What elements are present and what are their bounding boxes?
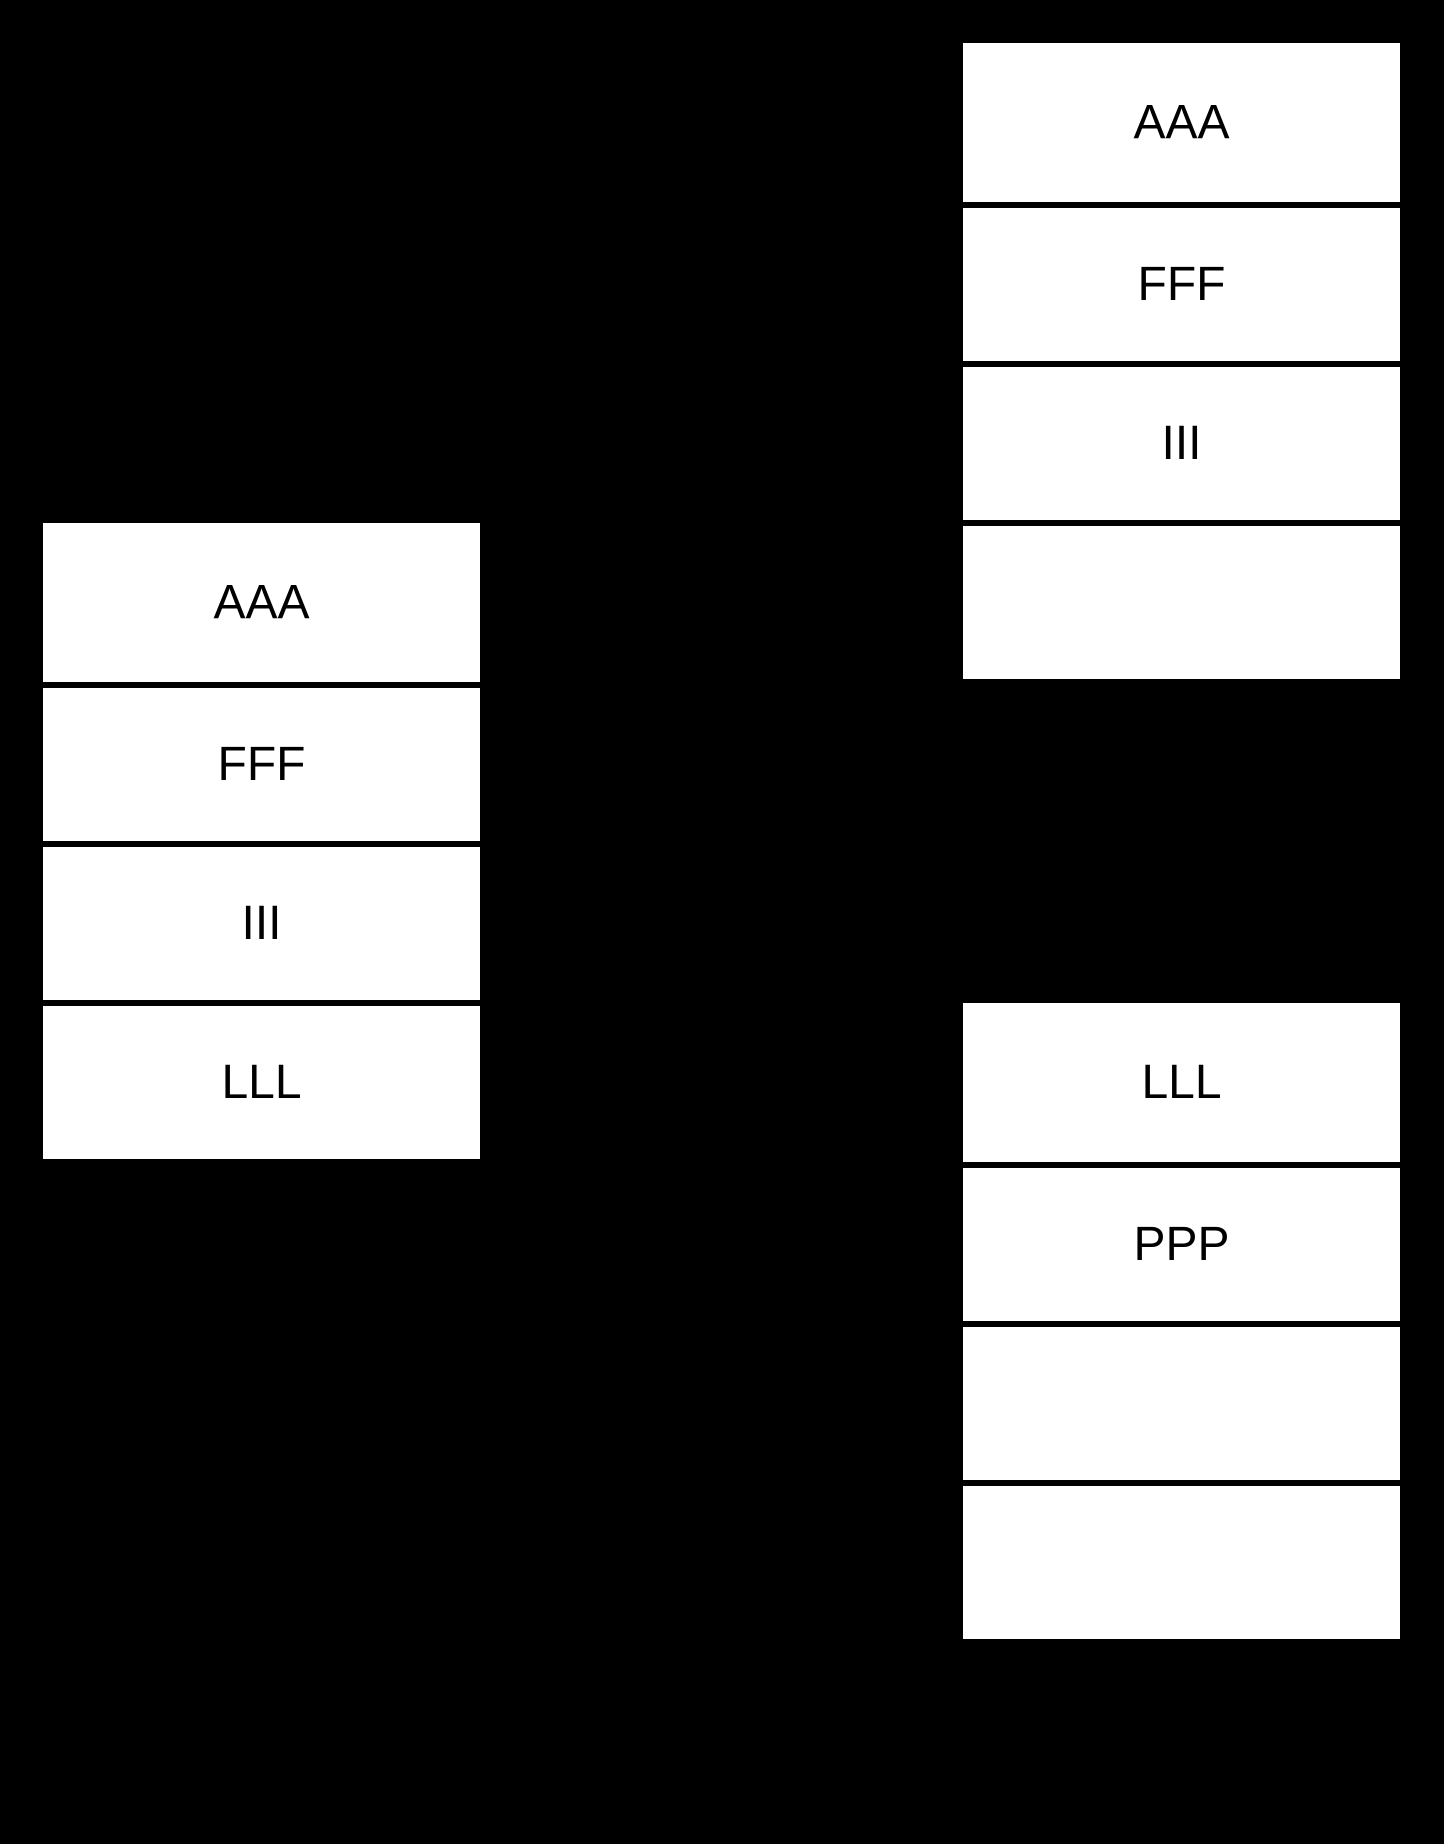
record-cell: III [963,361,1400,520]
record-cell: LLL [963,1003,1400,1162]
record-node-left: AAA FFF III LLL [43,523,480,1159]
record-node-right-top: AAA FFF III [963,43,1400,679]
record-cell: AAA [963,43,1400,202]
record-cell: FFF [43,682,480,841]
record-cell: PPP [963,1162,1400,1321]
record-cell [963,1321,1400,1480]
record-cell [963,1480,1400,1639]
record-cell: AAA [43,523,480,682]
record-cell: LLL [43,1000,480,1159]
record-cell: FFF [963,202,1400,361]
record-cell [963,520,1400,679]
record-cell: III [43,841,480,1000]
record-node-right-bottom: LLL PPP [963,1003,1400,1639]
